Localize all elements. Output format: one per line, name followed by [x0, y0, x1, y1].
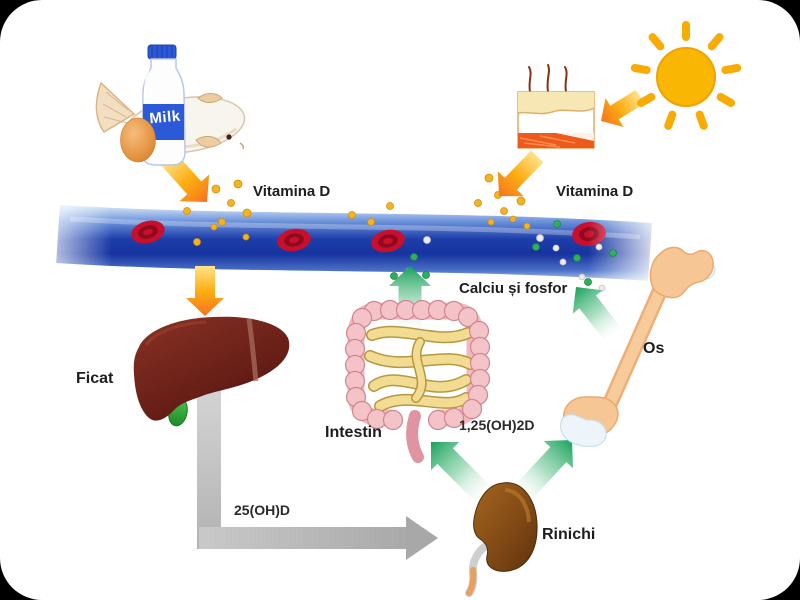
skin-section-icon	[517, 64, 595, 149]
milk-bottle-label: Milk	[148, 107, 182, 128]
arrow-blood-to-liver	[186, 266, 224, 316]
arrow-bone-to-blood	[572, 287, 622, 341]
bone-icon	[559, 246, 716, 448]
label-25-oh-d: 25(OH)D	[234, 502, 291, 518]
red-blood-cell-icon	[131, 220, 606, 253]
arrow-skin-to-blood	[497, 150, 544, 197]
arrow-sun-to-skin	[601, 89, 645, 127]
vitamin-d-dots	[183, 173, 531, 246]
label-1-25-oh-2d: 1,25(OH)2D	[459, 417, 535, 433]
kidney-icon	[465, 482, 538, 597]
arrow-kidney-to-intestine	[431, 442, 492, 503]
arrow-kidney-to-bone	[513, 440, 573, 502]
label-calciu-fosfor: Calciu și fosfor	[459, 280, 568, 297]
intestine-icon	[344, 299, 491, 463]
label-intestin: Intestin	[325, 424, 382, 441]
label-rinichi: Rinichi	[542, 526, 596, 543]
egg-icon	[120, 117, 156, 163]
label-vitamina-d-left: Vitamina D	[253, 183, 331, 200]
label-os: Os	[643, 340, 665, 357]
liver-icon	[133, 316, 290, 421]
label-ficat: Ficat	[76, 370, 114, 387]
label-vitamina-d-right: Vitamina D	[556, 183, 634, 200]
calcium-phosphor-dots	[390, 220, 617, 292]
sun-icon	[630, 21, 742, 130]
milk-bottle-icon	[141, 44, 186, 166]
